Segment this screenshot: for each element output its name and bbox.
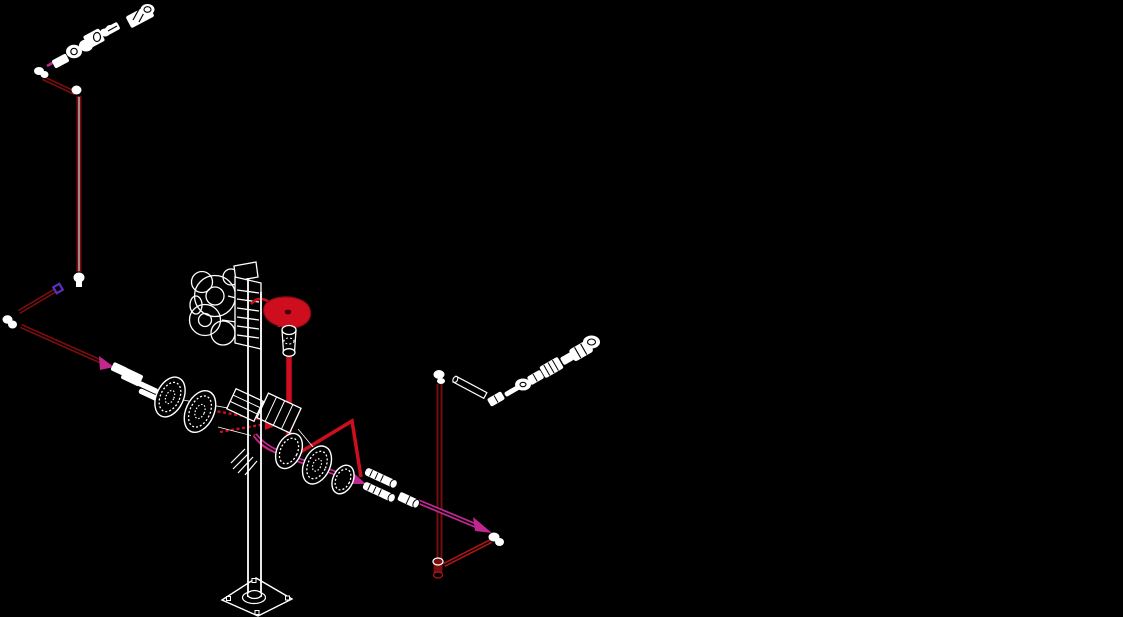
- small-union: [487, 391, 505, 407]
- elbow-fitting-target2: [495, 538, 504, 546]
- anchor-bolt-4: [254, 610, 260, 615]
- flange-chain: [110, 362, 420, 509]
- chain-knob: [66, 44, 82, 59]
- red-loop-bottom-fitting: [432, 557, 444, 579]
- valve-cyl-a: [527, 370, 544, 385]
- red-bend-triangle: [288, 418, 363, 478]
- right-exploded-chain: [452, 335, 600, 407]
- valve-ball: [515, 378, 531, 391]
- flange-disc-4: [301, 445, 333, 485]
- coupling-end-cap: [583, 335, 600, 349]
- stud-bolt-a: [136, 380, 159, 394]
- flange-disc-2: [183, 390, 217, 433]
- stud-bolt-d: [362, 482, 396, 503]
- magenta-leader-2-core: [417, 500, 479, 528]
- flange-disc-3: [274, 432, 304, 470]
- right-loop-top-fitting1: [433, 370, 445, 379]
- bottom-right-red-tube-core: [443, 540, 492, 566]
- valve-rod: [504, 385, 520, 397]
- threaded-body: [539, 357, 564, 378]
- handwheel-hub: [284, 309, 292, 315]
- gauge-head-wireframe: [188, 268, 240, 346]
- chain-end-cap: [140, 4, 155, 15]
- valve-block-2: [256, 392, 302, 434]
- purple-ferrule: [51, 282, 65, 295]
- elbow-fitting-a2: [40, 71, 49, 78]
- top-left-exploded-chain: [46, 4, 155, 69]
- magenta-arrowhead-2: [473, 517, 492, 533]
- magenta-arrowhead-into-chain: [99, 356, 114, 370]
- nipple-pair: [397, 492, 420, 509]
- pedestal-pipe: [246, 278, 263, 600]
- gauge-stem: [281, 324, 297, 357]
- valve-block-1: [225, 387, 265, 423]
- pedestal-gusset-hatch: [230, 448, 258, 476]
- anchor-bolt-2: [251, 578, 257, 583]
- flange-disc-5: [331, 464, 355, 495]
- tee-fitting: [71, 85, 82, 95]
- stud-bolt-c: [364, 468, 398, 489]
- union-fitting-tail: [76, 280, 82, 287]
- adapter-cyl-2: [121, 367, 143, 387]
- red-tube-curve: [250, 297, 270, 305]
- anchor-bolt-3: [285, 595, 290, 601]
- dotted-red-leader: [211, 409, 267, 434]
- adapter-cyl-1: [110, 362, 128, 376]
- chain-cylinder-1: [52, 53, 69, 69]
- white-fittings: [2, 67, 504, 546]
- anchor-bolt-1: [226, 596, 231, 601]
- elbow-fitting-b2: [8, 320, 17, 329]
- neck-cyl: [560, 352, 574, 365]
- flange-disc-1: [154, 376, 186, 418]
- right-loop-top-fitting2: [437, 378, 445, 384]
- leader-a-tubing-cores: [18, 77, 103, 363]
- long-tube: [452, 375, 488, 400]
